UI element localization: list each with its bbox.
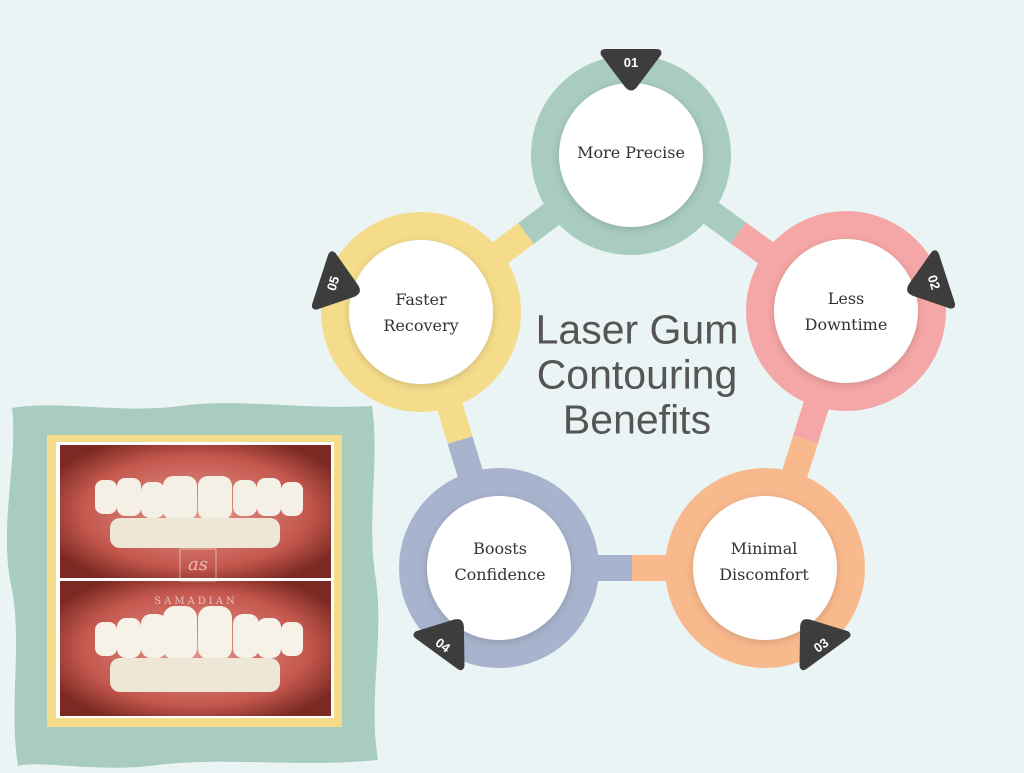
badge-number: 02 — [925, 273, 944, 291]
benefit-label-05: Faster Recovery — [351, 287, 491, 339]
title-line: Contouring — [536, 351, 738, 398]
label-line: Minimal — [730, 539, 798, 558]
label-line: Less — [827, 289, 865, 308]
label-line: Confidence — [454, 565, 546, 584]
title-line: Laser Gum — [535, 306, 739, 353]
benefit-circle — [559, 83, 703, 227]
badge-number: 03 — [811, 635, 832, 656]
before-after-photo-panel: as SAMADIAN — [0, 400, 380, 768]
benefit-ring — [321, 212, 521, 412]
benefit-ring — [746, 211, 946, 411]
benefit-ring — [665, 468, 865, 668]
label-line: Boosts — [473, 539, 527, 558]
step-badge-05: 05 — [311, 251, 360, 310]
benefit-ring — [399, 468, 599, 668]
step-badge-04: 04 — [413, 619, 465, 671]
benefit-label-01: More Precise — [561, 140, 701, 166]
badge-number: 01 — [624, 55, 638, 70]
benefit-label-04: Boosts Confidence — [430, 536, 570, 588]
benefit-label-02: Less Downtime — [776, 286, 916, 338]
benefit-circle — [774, 239, 918, 383]
label-line: Faster — [395, 290, 447, 309]
label-line: More Precise — [577, 143, 685, 162]
benefit-label-03: Minimal Discomfort — [694, 536, 834, 588]
before-photo — [60, 445, 331, 578]
label-line: Downtime — [804, 315, 888, 334]
title-line: Benefits — [562, 396, 712, 443]
watermark-monogram: as — [188, 554, 208, 575]
step-badge-02: 02 — [907, 250, 956, 309]
watermark-name: SAMADIAN — [154, 596, 237, 607]
benefit-circle — [693, 496, 837, 640]
diagram-title: Laser Gum Contouring Benefits — [487, 306, 787, 443]
step-badge-03: 03 — [799, 619, 851, 671]
badge-number: 05 — [324, 274, 343, 292]
badge-shape — [311, 251, 360, 310]
benefit-circle — [427, 496, 571, 640]
benefit-circle — [349, 240, 493, 384]
badge-shape — [413, 619, 465, 671]
badge-shape — [799, 619, 851, 671]
label-line: Discomfort — [719, 565, 809, 584]
after-photo — [60, 581, 331, 716]
watermark-box — [179, 548, 217, 582]
badge-shape — [600, 49, 662, 91]
badge-shape — [907, 250, 956, 309]
step-badge-01: 01 — [600, 49, 662, 91]
label-line: Recovery — [383, 316, 459, 335]
